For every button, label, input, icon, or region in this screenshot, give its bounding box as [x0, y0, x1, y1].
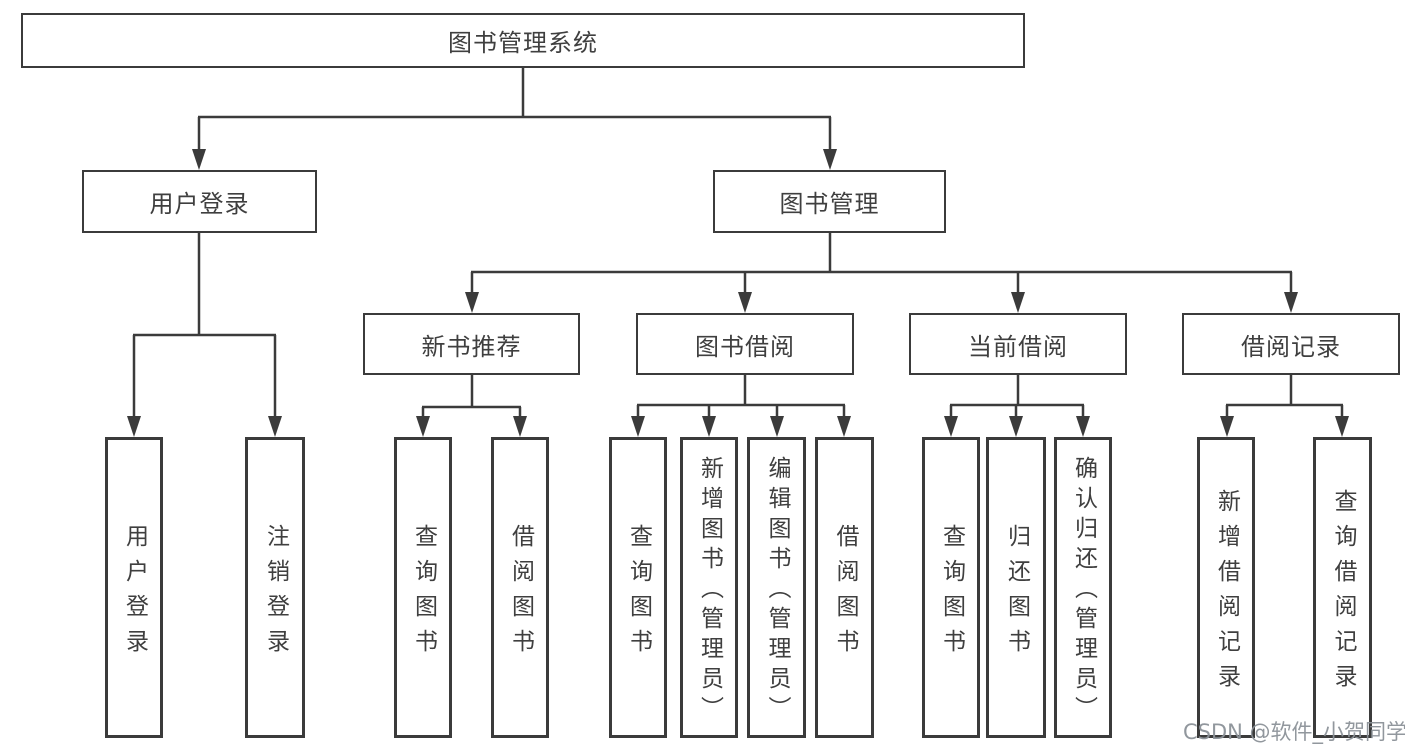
- node-label: 归还图书: [1003, 523, 1030, 664]
- leaf-query-books-borrowing: 查询图书: [609, 437, 667, 738]
- leaf-borrow-books: 借阅图书: [815, 437, 874, 738]
- node-label: 查询借阅记录: [1330, 488, 1356, 699]
- node-book-management: 图书管理: [713, 170, 946, 233]
- node-label: 图书管理: [779, 190, 880, 218]
- node-label: 借阅图书: [832, 523, 858, 664]
- node-book-borrowing: 图书借阅: [636, 313, 854, 375]
- leaf-add-books-admin: 新增图书（管理员）: [680, 437, 738, 738]
- node-user-login: 用户登录: [82, 170, 317, 233]
- leaf-query-books-recommend: 查询图书: [394, 437, 452, 738]
- tree-edges: [132, 68, 1344, 433]
- node-label: 用户登录: [149, 190, 250, 218]
- node-label: 编辑图书（管理员）: [764, 456, 790, 726]
- leaf-edit-books-admin: 编辑图书（管理员）: [747, 437, 806, 738]
- node-label: 新增借阅记录: [1213, 488, 1240, 699]
- node-label: 查询图书: [625, 523, 652, 664]
- node-label: 当前借阅: [968, 332, 1068, 361]
- leaf-user-login: 用户登录: [105, 437, 163, 738]
- node-label: 新增图书（管理员）: [696, 456, 723, 726]
- leaf-return-books: 归还图书: [986, 437, 1046, 738]
- node-label: 图书借阅: [695, 332, 795, 361]
- node-new-book-recommendation: 新书推荐: [363, 313, 580, 375]
- leaf-query-books-current: 查询图书: [922, 437, 980, 738]
- node-label: 用户登录: [121, 523, 148, 664]
- csdn-watermark: CSDN @软件_小贺同学: [1183, 720, 1405, 744]
- leaf-confirm-return-admin: 确认归还（管理员）: [1054, 437, 1112, 738]
- leaf-query-borrow-record: 查询借阅记录: [1313, 437, 1372, 738]
- node-label: 查询图书: [938, 523, 965, 664]
- node-label: 注销登录: [262, 523, 289, 664]
- node-current-borrowing: 当前借阅: [909, 313, 1127, 375]
- node-library-management-system: 图书管理系统: [21, 13, 1025, 68]
- node-borrowing-records: 借阅记录: [1182, 313, 1400, 375]
- leaf-add-borrow-record: 新增借阅记录: [1197, 437, 1255, 738]
- leaf-logout: 注销登录: [245, 437, 305, 738]
- node-label: 确认归还（管理员）: [1070, 456, 1097, 726]
- arrowhead-icons: [127, 149, 1349, 437]
- node-label: 新书推荐: [421, 332, 522, 361]
- node-label: 借阅记录: [1241, 332, 1341, 361]
- node-label: 借阅图书: [507, 523, 534, 664]
- node-label: 图书管理系统: [448, 29, 598, 57]
- leaf-borrow-books-recommend: 借阅图书: [491, 437, 549, 738]
- node-label: 查询图书: [410, 523, 437, 664]
